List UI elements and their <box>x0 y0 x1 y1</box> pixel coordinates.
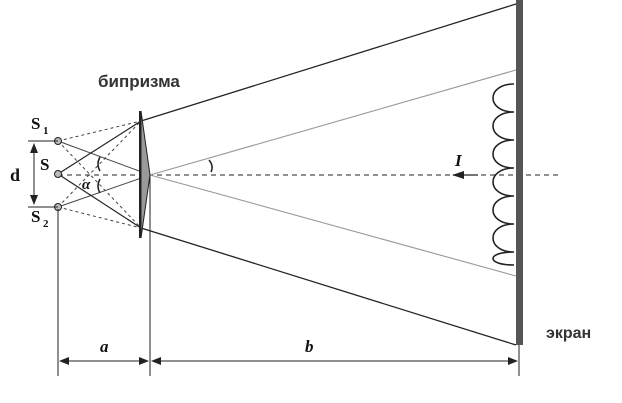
source-s <box>54 170 62 178</box>
label-b: b <box>305 337 314 356</box>
label-s1: S <box>31 114 40 133</box>
ray-out-top <box>140 3 517 122</box>
ray-s1-lower <box>57 140 142 229</box>
label-s: S <box>40 155 49 174</box>
label-intensity: I <box>454 151 463 170</box>
label-alpha: α <box>82 177 91 193</box>
ray-s2-lower <box>57 206 142 229</box>
biprism-edge <box>139 111 141 238</box>
ray-s1-upper <box>57 120 142 142</box>
ray-out-bottom <box>140 227 517 346</box>
ray-out-upper-inner <box>149 69 517 176</box>
label-a: a <box>100 337 109 356</box>
ray-s-upper <box>57 120 142 175</box>
label-s2: S <box>31 207 40 226</box>
angle-arc-out <box>208 159 213 173</box>
ray-s2-upper <box>57 120 142 208</box>
ray-out-lower-inner <box>149 174 517 277</box>
intensity-curve <box>492 83 515 266</box>
label-screen: экран <box>546 325 591 342</box>
angle-arc-lower <box>97 178 101 194</box>
label-d: d <box>10 165 20 185</box>
label-s2-sub: 2 <box>43 218 49 230</box>
label-s1-sub: 1 <box>43 125 49 137</box>
ray-s2-center <box>57 174 151 208</box>
ray-s-lower <box>57 173 142 229</box>
screen <box>516 0 523 345</box>
label-biprism: бипризма <box>98 72 180 91</box>
biprism <box>140 110 151 239</box>
angle-arc-upper <box>97 156 101 172</box>
ray-s1-center <box>57 140 151 176</box>
